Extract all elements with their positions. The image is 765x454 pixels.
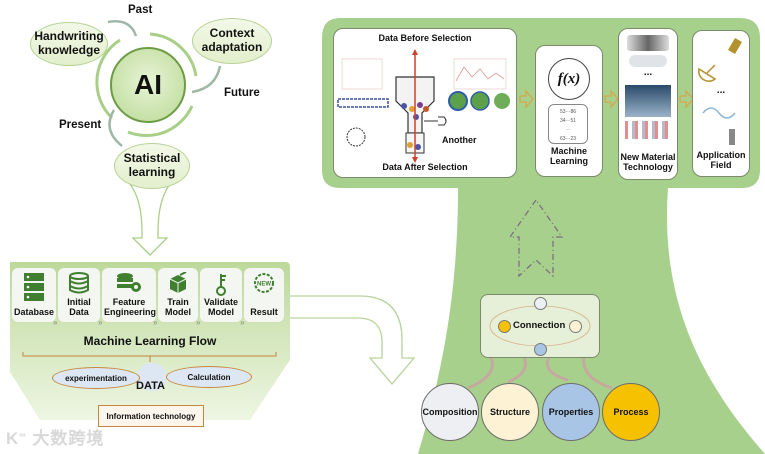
label-past: Past bbox=[128, 4, 153, 16]
stage-label: Machine Learning bbox=[549, 146, 588, 166]
satellite-icon bbox=[728, 37, 742, 55]
watermark: K∞ 大数跨境 bbox=[6, 429, 105, 448]
stage-arrow-3 bbox=[679, 89, 694, 109]
factor-process: Process bbox=[602, 383, 660, 441]
satellite-dish-icon bbox=[698, 67, 717, 82]
label-another: Another bbox=[442, 135, 477, 145]
ml-step-initial-data: Initial Data bbox=[58, 268, 100, 322]
step-label: Validate Model bbox=[204, 297, 239, 318]
data-source-experimentation: experimentation bbox=[52, 367, 140, 389]
ml-bracket bbox=[22, 352, 277, 362]
chevron-icon: » bbox=[196, 318, 201, 327]
stage-label: New Material Technology bbox=[620, 152, 676, 172]
cube-model-icon bbox=[169, 272, 187, 293]
key-icon bbox=[216, 274, 226, 296]
watermark-text: 大数跨境 bbox=[32, 429, 105, 448]
dashed-up-arrow bbox=[508, 198, 564, 278]
step-label: Feature Engineering bbox=[104, 297, 157, 318]
step-label: Database bbox=[13, 307, 55, 318]
material-image-3 bbox=[625, 85, 671, 117]
application-icons bbox=[698, 37, 742, 145]
material-image-4 bbox=[625, 121, 671, 139]
chevron-icon: » bbox=[98, 318, 103, 327]
ellipsis: ... bbox=[716, 85, 726, 96]
data-bubble bbox=[137, 363, 167, 391]
factor-composition: Composition bbox=[421, 383, 479, 441]
database-icon bbox=[24, 273, 44, 301]
ml-flow-title: Machine Learning Flow bbox=[83, 334, 217, 348]
label-data-before-selection: Data Before Selection bbox=[378, 33, 472, 43]
cycle-arrow-top bbox=[149, 32, 198, 77]
data-center-label: DATA bbox=[136, 380, 165, 392]
stage-arrow-2 bbox=[604, 89, 619, 109]
stage-label: Application Field bbox=[696, 150, 746, 170]
node-context-adaptation: Context adaptation bbox=[192, 18, 272, 64]
function-fx-icon: f(x) bbox=[548, 58, 590, 100]
svg-text:NEW: NEW bbox=[257, 282, 271, 288]
ml-step-result: NEW Result bbox=[244, 268, 284, 322]
node-statistical-learning: Statistical learning bbox=[114, 143, 190, 189]
cycle-arrow-right bbox=[127, 105, 194, 137]
chart-thumbnail-1 bbox=[341, 58, 383, 90]
step-label: Result bbox=[250, 307, 278, 318]
dot-bottom bbox=[534, 343, 547, 356]
step-label: Train Model bbox=[165, 297, 191, 318]
data-stack-icon bbox=[69, 272, 89, 294]
chevron-icon: » bbox=[153, 318, 158, 327]
dna-icon bbox=[702, 107, 736, 119]
data-source-calculation: Calculation bbox=[166, 366, 252, 388]
material-image-2 bbox=[629, 55, 667, 67]
ml-step-validate-model: Validate Model bbox=[200, 268, 242, 322]
stage-arrow-1 bbox=[519, 89, 534, 109]
bent-arrow bbox=[290, 295, 416, 386]
connection-label: Connection bbox=[513, 320, 566, 331]
molecule-cluster bbox=[346, 127, 366, 147]
cycle-arrow-left bbox=[95, 38, 121, 120]
stage-application-field: ... Application Field bbox=[692, 30, 750, 177]
factor-properties: Properties bbox=[542, 383, 600, 441]
funnel-illustration bbox=[337, 49, 510, 163]
funnel-arrow bbox=[129, 183, 171, 256]
label-future: Future bbox=[224, 87, 260, 99]
dot-right bbox=[569, 320, 582, 333]
ai-center: AI bbox=[110, 47, 186, 123]
factor-structure: Structure bbox=[481, 383, 539, 441]
chart-thumbnail-2 bbox=[453, 58, 507, 90]
present-arrow bbox=[108, 109, 123, 147]
node-handwriting-knowledge: Handwriting knowledge bbox=[30, 22, 108, 66]
chevron-icon: » bbox=[240, 318, 245, 327]
dot-left bbox=[498, 320, 511, 333]
label-data-after-selection: Data After Selection bbox=[382, 162, 468, 172]
chevron-icon: » bbox=[53, 318, 58, 327]
database-gear-icon bbox=[117, 273, 141, 292]
connection-box: Connection bbox=[480, 294, 600, 358]
data-selection-box: Data Before Selection Data After Selecti… bbox=[333, 28, 517, 178]
ml-step-train-model: Train Model bbox=[158, 268, 198, 322]
past-arrow bbox=[107, 20, 138, 37]
stage-new-material-technology: ... New Material Technology bbox=[618, 28, 678, 180]
connector-process bbox=[582, 354, 613, 390]
info-technology-box: Information technology bbox=[98, 405, 204, 427]
crystal-1 bbox=[448, 91, 468, 111]
dot-top bbox=[534, 297, 547, 310]
ellipsis: ... bbox=[643, 67, 653, 78]
material-image-1 bbox=[627, 35, 669, 51]
new-badge-icon: NEW bbox=[254, 273, 274, 293]
future-arrow bbox=[191, 65, 222, 94]
joint-implant-icon bbox=[729, 129, 735, 145]
ml-step-feature-engineering: Feature Engineering bbox=[102, 268, 156, 322]
ml-step-database: Database bbox=[12, 268, 56, 322]
label-present: Present bbox=[59, 119, 102, 131]
molecule-chain bbox=[337, 98, 389, 108]
step-label: Initial Data bbox=[67, 297, 91, 318]
connector-composition bbox=[467, 354, 494, 390]
